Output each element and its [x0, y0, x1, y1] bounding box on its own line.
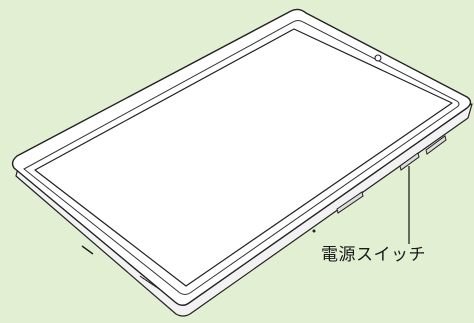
power-switch: [399, 152, 420, 171]
tablet-screen: [34, 28, 453, 287]
side-hole: [312, 229, 316, 233]
front-camera-icon: [374, 54, 382, 62]
side-port: [81, 245, 94, 255]
volume-button: [425, 135, 447, 155]
power-switch-label: 電源スイッチ: [321, 245, 426, 265]
card-slot: [336, 191, 364, 214]
tablet-bezel: [23, 20, 460, 295]
speaker-grille: [139, 275, 160, 290]
